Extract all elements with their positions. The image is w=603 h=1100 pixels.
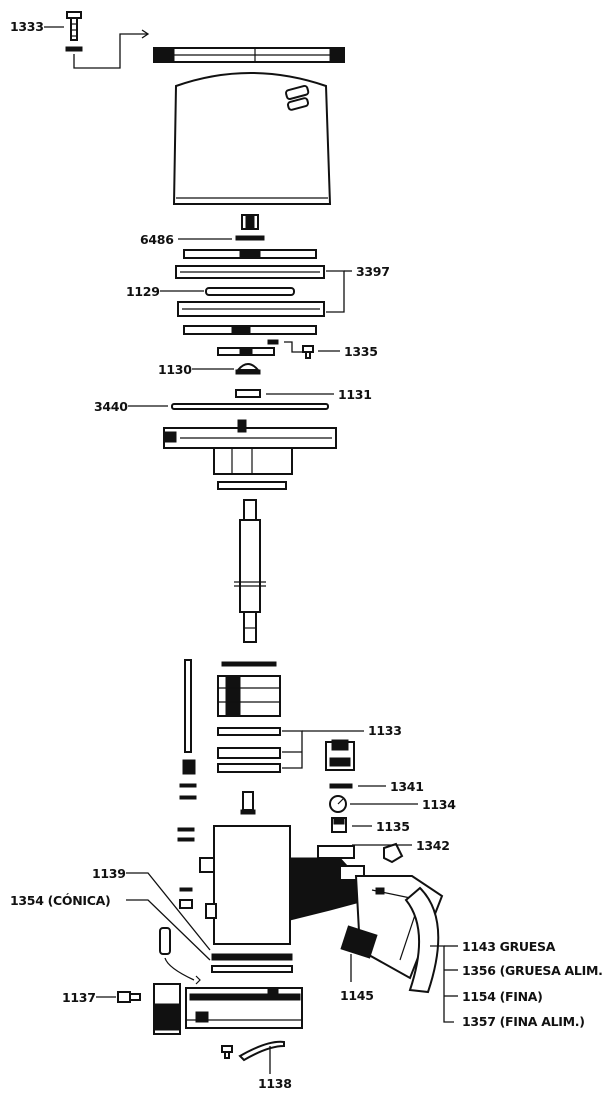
label-1134: 1134 [422, 797, 456, 812]
screw-1335 [267, 339, 314, 359]
ring-1131 [235, 389, 261, 398]
label-1341: 1341 [390, 779, 424, 794]
label-6486: 6486 [140, 232, 174, 247]
label-1135: 1135 [376, 819, 410, 834]
bolt-1137 [117, 991, 141, 1003]
main-shaft [234, 499, 266, 643]
center-bolt [240, 791, 256, 815]
label-1143: 1143 GRUESA [462, 939, 556, 954]
label-1356: 1356 (GRUESA ALIM.) [462, 963, 603, 978]
upper-housing [163, 419, 337, 490]
washer-1341 [329, 783, 353, 789]
spacer-a [177, 827, 195, 832]
label-1357: 1357 (FINA ALIM.) [462, 1014, 585, 1029]
grinding-plates-3397 [175, 265, 325, 317]
cone-1130 [235, 363, 261, 375]
upper-disc [183, 249, 317, 259]
dial-1134 [329, 795, 347, 813]
label-1130: 1130 [158, 362, 192, 377]
label-1129: 1129 [126, 284, 160, 299]
label-1335: 1335 [344, 344, 378, 359]
spacer-b [177, 837, 195, 842]
label-1131: 1131 [338, 387, 372, 402]
main-body [199, 825, 444, 994]
knob-1135 [331, 817, 347, 833]
small-disc [217, 347, 275, 356]
label-1333: 1333 [10, 19, 44, 34]
label-1133: 1133 [368, 723, 402, 738]
label-1145: 1145 [340, 988, 374, 1003]
label-1342: 1342 [416, 838, 450, 853]
pin-and-spring [159, 927, 201, 985]
lower-disc [183, 325, 317, 335]
side-rod [179, 659, 197, 800]
label-1354: 1354 (CÓNICA) [10, 893, 110, 908]
bearing-stack [217, 661, 281, 773]
label-1137: 1137 [62, 990, 96, 1005]
nut-6486 [235, 214, 265, 241]
label-3397: 3397 [356, 264, 390, 279]
adjuster-block [325, 739, 355, 771]
hopper-cover [172, 72, 332, 205]
plug-1342 [383, 842, 404, 864]
gasket-3440 [171, 403, 329, 410]
spacer-d [179, 899, 193, 909]
bolt-1333 [65, 11, 150, 69]
spring-clip-1138 [221, 1040, 285, 1062]
label-1138: 1138 [258, 1076, 292, 1091]
label-1139: 1139 [92, 866, 126, 881]
base-assembly [153, 983, 303, 1035]
spacer-c [179, 887, 193, 892]
label-1154: 1154 (FINA) [462, 989, 543, 1004]
label-3440: 3440 [94, 399, 128, 414]
lid-plate [153, 47, 345, 63]
